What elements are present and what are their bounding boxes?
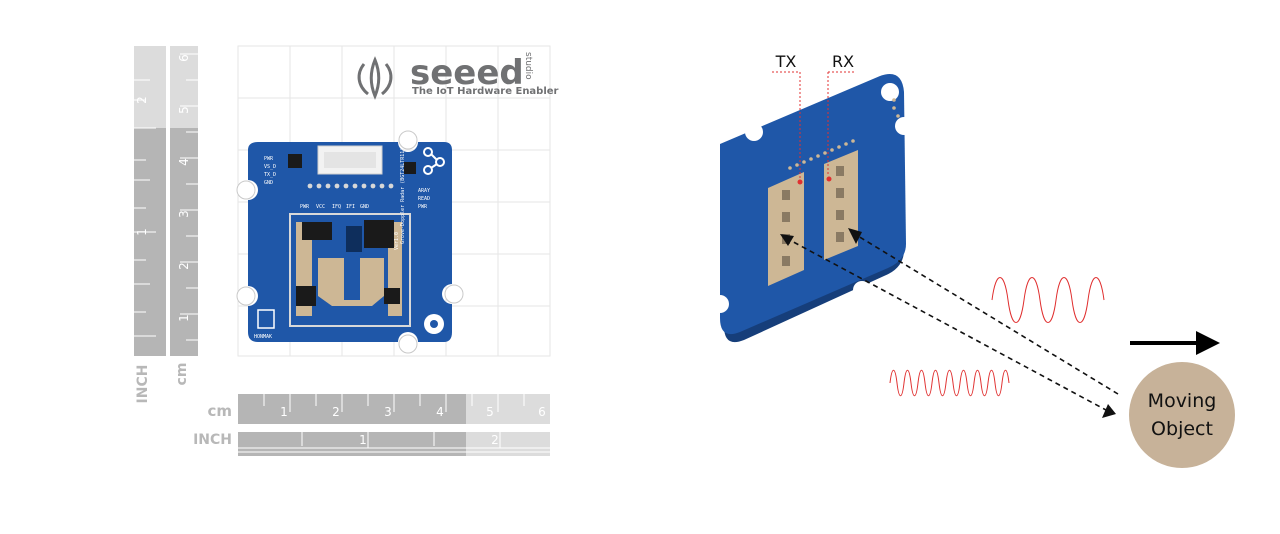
silk-board-title: Grove-Doppler Radar (BGT24LTR11) (400, 148, 406, 244)
transmitted-waveform (889, 369, 1010, 397)
reflect-arrowhead-icon (848, 228, 862, 244)
silk-board-version: Ver1.0 (394, 232, 400, 250)
board-dimension-figure: 1 2 3 4 5 6 1 2 INCH cm (0, 0, 640, 530)
vruler-cm-6: 6 (177, 54, 191, 62)
silk-side-3: PWR (418, 204, 428, 210)
silk-header-1: PWR (300, 204, 310, 210)
hruler-cm-5: 5 (486, 405, 494, 419)
logo-wordmark: seeed (410, 53, 524, 93)
motion-arrow-icon (1130, 331, 1220, 355)
hruler-inch-2: 2 (491, 433, 499, 447)
share-nodes-icon (423, 147, 445, 175)
object-label-line1: Moving (1148, 390, 1217, 412)
hruler-cm-4: 4 (436, 405, 444, 419)
silk-board-brand: HONMAK (254, 334, 272, 340)
silk-pin-3: TX_D (264, 172, 276, 178)
vruler-cm-5: 5 (177, 106, 191, 114)
rx-label: RX (832, 52, 854, 71)
logo-tagline: The IoT Hardware Enabler (412, 86, 559, 97)
reflected-waveform (991, 277, 1105, 323)
vruler-cm-1: 1 (177, 314, 191, 322)
vruler-inch-label: INCH (135, 365, 151, 404)
horizontal-ruler: 1 2 3 4 5 6 1 2 cm INCH (193, 394, 550, 456)
logo-studio: studio (523, 52, 533, 80)
silk-side-1: ARAY (418, 188, 430, 194)
vruler-inch-2: 2 (135, 96, 149, 104)
gear-icon (424, 314, 444, 334)
silk-pin-4: GND (264, 180, 273, 186)
silk-pin-2: VS_D (264, 164, 276, 170)
rx-callout: RX (826, 52, 856, 182)
object-label-line2: Object (1151, 418, 1213, 440)
silk-header-2: VCC (316, 204, 325, 210)
silk-header-3: IFQ (332, 204, 341, 210)
vruler-cm-label: cm (174, 363, 190, 386)
transmit-path (780, 234, 1116, 418)
hruler-cm-6: 6 (538, 405, 546, 419)
hruler-inch-label: INCH (193, 432, 232, 448)
board-dimension-svg: 1 2 3 4 5 6 1 2 INCH cm (134, 45, 559, 456)
vertical-ruler: 1 2 3 4 5 6 1 2 INCH cm (134, 46, 198, 403)
seeed-logo: seeed studio The IoT Hardware Enabler (357, 52, 559, 100)
vruler-cm-4: 4 (177, 158, 191, 166)
hruler-cm-3: 3 (384, 405, 392, 419)
hruler-inch-1: 1 (359, 433, 367, 447)
silk-header-4: IFI (346, 204, 355, 210)
doppler-radar-diagram: TX RX (640, 0, 1280, 530)
silk-header-5: GND (360, 204, 369, 210)
silk-side-2: READ (418, 196, 430, 202)
tx-callout: TX (772, 52, 803, 185)
hruler-cm-label: cm (207, 402, 232, 420)
silk-pin-1: PWR (264, 156, 274, 162)
grove-board-top-view: PWR VS_D TX_D GND PWR VCC IFQ IFI GND AR… (236, 130, 464, 354)
hruler-cm-1: 1 (280, 405, 288, 419)
chip-1 (302, 222, 332, 240)
vruler-cm-3: 3 (177, 210, 191, 218)
shield-outline (289, 213, 411, 327)
reflect-path (848, 228, 1119, 395)
hruler-cm-2: 2 (332, 405, 340, 419)
vruler-cm-2: 2 (177, 262, 191, 270)
transmit-arrowhead-icon (1102, 404, 1116, 418)
seeed-leaf-icon (357, 56, 393, 100)
tx-label: TX (775, 52, 797, 71)
rx-antenna (824, 150, 858, 260)
tx-antenna (768, 172, 804, 286)
vruler-inch-1: 1 (135, 228, 149, 236)
button-outline (257, 309, 275, 329)
chip-2 (364, 220, 394, 248)
antenna-pattern (318, 258, 384, 306)
radar-diagram-svg: TX RX (711, 52, 1235, 468)
moving-object: Moving Object (1129, 362, 1235, 468)
radar-board-perspective (711, 74, 913, 343)
